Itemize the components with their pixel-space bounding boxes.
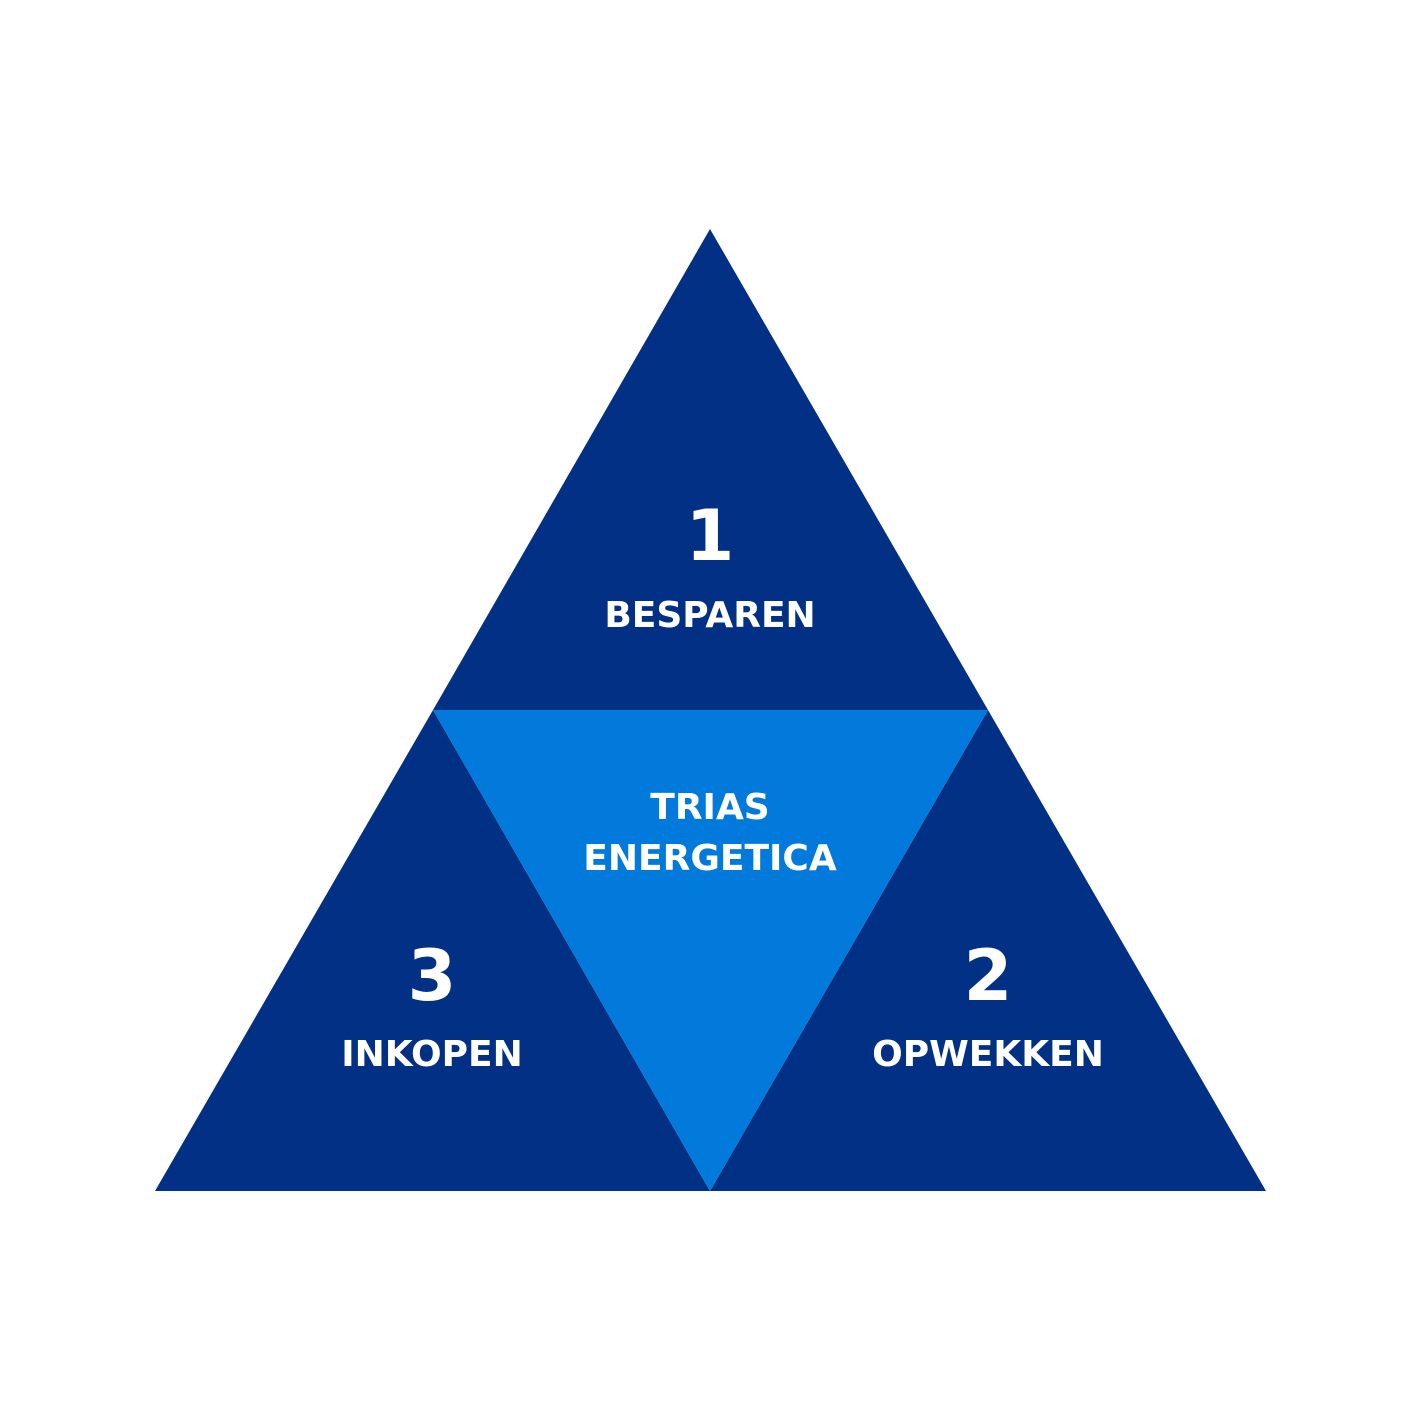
center-triangle-trias-energetica: [433, 710, 988, 1191]
center-title-line-2: ENERGETICA: [583, 838, 837, 879]
bottom-right-triangle-opwekken: [710, 710, 1266, 1191]
step-3-number: 3: [408, 935, 457, 1017]
step-2-number: 2: [964, 935, 1013, 1017]
step-1-number: 1: [686, 495, 735, 577]
step-1-label: BESPAREN: [604, 595, 815, 636]
step-3-label: INKOPEN: [341, 1034, 523, 1075]
bottom-left-triangle-inkopen: [155, 710, 710, 1191]
top-triangle-besparen: [433, 229, 988, 710]
step-2-label: OPWEKKEN: [872, 1034, 1104, 1075]
center-title-line-1: TRIAS: [650, 787, 769, 828]
